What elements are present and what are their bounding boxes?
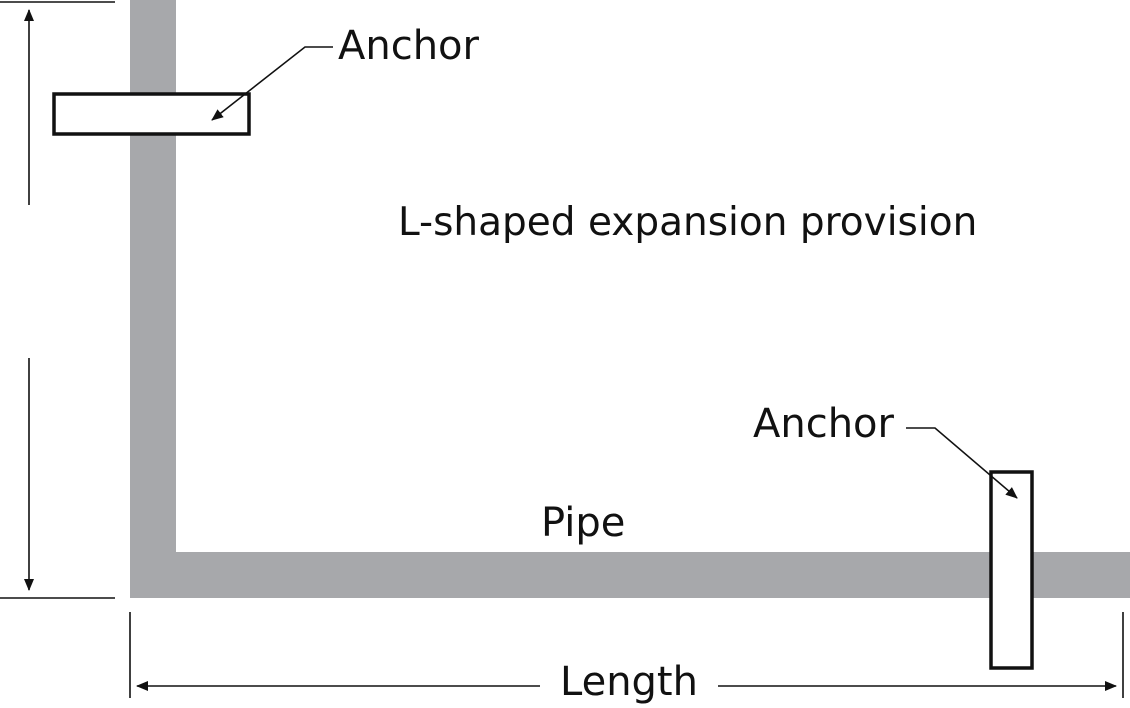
length-label: Length xyxy=(560,659,698,705)
pipe-label: Pipe xyxy=(541,500,625,546)
pipe xyxy=(130,0,1130,598)
anchor-bottom-leader xyxy=(906,427,1018,499)
anchor-top-leader xyxy=(211,46,333,121)
vertical-dimension xyxy=(0,1,115,599)
anchor-top-label: Anchor xyxy=(338,23,480,69)
pipe-vertical-leg xyxy=(130,0,176,598)
anchor-bottom-label: Anchor xyxy=(753,401,895,447)
diagram-title: L-shaped expansion provision xyxy=(398,200,977,245)
pipe-horizontal-leg xyxy=(130,552,1130,598)
length-dimension xyxy=(129,612,1124,698)
anchor-bottom-block xyxy=(989,470,1034,670)
